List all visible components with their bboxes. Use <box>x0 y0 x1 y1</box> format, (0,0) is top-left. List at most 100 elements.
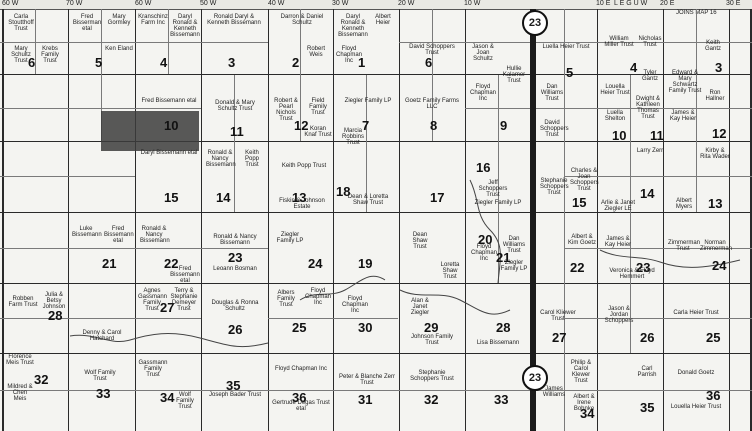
section-line <box>0 283 752 284</box>
parcel-line <box>0 42 268 43</box>
owner-label: Arlie & Janet Ziegler LE <box>600 200 636 212</box>
owner-label: David Schoppers Trust <box>409 44 455 56</box>
parcel-line <box>0 176 135 177</box>
section-number: 23 <box>228 250 243 265</box>
owner-label: Floyd Chapman Inc <box>469 84 496 102</box>
owner-label: Donald Goetz <box>677 370 715 376</box>
section-number: 1 <box>358 55 366 70</box>
section-number: 12 <box>294 118 309 133</box>
owner-label: Floyd Chapman Inc <box>341 296 368 314</box>
owner-label: Edward & Mary Schwartz Family Trust <box>668 70 702 94</box>
owner-label: Agnes Gassmann Family Trust <box>138 288 168 312</box>
road-label: 30 E <box>726 0 741 7</box>
section-number: 7 <box>362 118 370 133</box>
section-number: 24 <box>712 258 727 273</box>
owner-label: Florence Meis Trust <box>6 354 34 366</box>
owner-label: Krebs Family Trust <box>41 46 59 64</box>
owner-label: William Miller Trust <box>604 36 634 48</box>
section-number: 13 <box>292 190 307 205</box>
owner-label: Dean Shaw Trust <box>412 232 428 250</box>
parcel-line <box>234 75 235 212</box>
section-line <box>0 74 752 75</box>
owner-label: Mary Gormley <box>107 14 131 26</box>
owner-label: Tyler Gantz <box>641 70 658 82</box>
owner-label: Wolf Family Trust <box>176 392 194 410</box>
section-number: 21 <box>496 250 511 265</box>
owner-label: Louella Heier Trust <box>600 84 630 96</box>
road-label: 40 W <box>268 0 285 7</box>
section-number: 34 <box>580 406 595 421</box>
parcel-line <box>300 9 301 141</box>
owner-label: Fred Bisserman etal <box>72 14 102 32</box>
section-line <box>201 9 202 431</box>
section-number: 35 <box>226 378 241 393</box>
section-number: 35 <box>640 400 655 415</box>
parcel-line <box>168 9 169 74</box>
section-line <box>0 353 752 354</box>
owner-label: Albert Heier <box>375 14 391 26</box>
owner-label: Floyd Chapman Inc <box>335 46 362 64</box>
road-label: L E G U W <box>614 0 648 7</box>
section-number: 24 <box>308 256 323 271</box>
owner-label: Daryl Ronald & Kenneth Bissemann <box>338 14 368 38</box>
section-number: 4 <box>630 60 638 75</box>
owner-label: Dwight & Kathleen Thomas Trust <box>635 96 660 120</box>
section-number: 36 <box>292 390 307 405</box>
section-number: 14 <box>640 186 655 201</box>
section-number: 17 <box>430 190 445 205</box>
owner-label: Ziegler Family LP <box>474 200 522 206</box>
section-number: 12 <box>712 126 727 141</box>
owner-label: Marcia Robbins Trust <box>341 128 364 146</box>
section-number: 32 <box>424 392 439 407</box>
owner-label: Lisa Bissemann <box>476 340 520 346</box>
section-line <box>68 9 69 431</box>
section-number: 15 <box>572 195 587 210</box>
section-number: 21 <box>102 256 117 271</box>
owner-label: Jason & Jordan Schoppers <box>604 306 634 324</box>
section-line <box>2 9 4 431</box>
owner-label: Albert & Kim Goetz <box>568 234 597 246</box>
owner-label: Luke Bissemann <box>72 226 102 238</box>
owner-label: Leoann Bosman <box>213 266 257 272</box>
section-number: 10 <box>612 128 627 143</box>
road-label: 10 W <box>464 0 481 7</box>
road-label: 60 W <box>135 0 152 7</box>
section-number: 31 <box>358 392 373 407</box>
parcel-line <box>0 108 201 109</box>
owner-label: Mary Schultz Trust <box>11 46 31 64</box>
road-label: 10 E <box>596 0 611 7</box>
owner-label: Keith Popp Trust <box>244 150 259 168</box>
section-line <box>0 212 752 213</box>
owner-label: Gertrude Degas Trust etal <box>272 400 330 412</box>
owner-label: Ziegler Family LP <box>276 232 304 244</box>
owner-label: Floyd Chapman Inc <box>470 244 497 262</box>
section-number: 6 <box>425 55 433 70</box>
section-line <box>597 9 598 431</box>
section-number: 34 <box>160 390 175 405</box>
parcel-line <box>268 318 398 319</box>
owner-label: Fiskin & Johnson Estate <box>279 198 325 210</box>
owner-label: Albert & Irene Bohnke <box>573 394 595 412</box>
parcel-line <box>0 390 752 391</box>
section-number: 4 <box>160 55 168 70</box>
top-road-ruler: 60 W 70 W 60 W 50 W 40 W 30 W 20 W 10 W … <box>0 0 752 10</box>
owner-label: Darron & Daniel Schultz <box>280 14 324 26</box>
parcel-line <box>399 42 752 43</box>
owner-label: Donald & Mary Schultz Trust <box>215 100 255 112</box>
section-number: 5 <box>95 55 103 70</box>
owner-label: Ziegler Family LP <box>500 260 528 272</box>
owner-label: Hullie Kalamer Trust <box>502 66 526 84</box>
owner-label: Douglas & Ronna Schultz <box>211 300 259 312</box>
section-number: 16 <box>476 160 491 175</box>
section-number: 14 <box>216 190 231 205</box>
owner-label: Mildred & Chen Meis <box>7 384 33 402</box>
parcel-line <box>0 248 268 249</box>
road-label: 50 W <box>200 0 217 7</box>
parcel-line <box>696 9 697 212</box>
section-number: 25 <box>706 330 721 345</box>
shaded-parcel <box>101 111 199 151</box>
road-label: 20 E <box>660 0 675 7</box>
section-number: 30 <box>358 320 373 335</box>
parcel-line <box>565 248 752 249</box>
owner-label: Floyd Chapman Inc <box>304 288 331 306</box>
